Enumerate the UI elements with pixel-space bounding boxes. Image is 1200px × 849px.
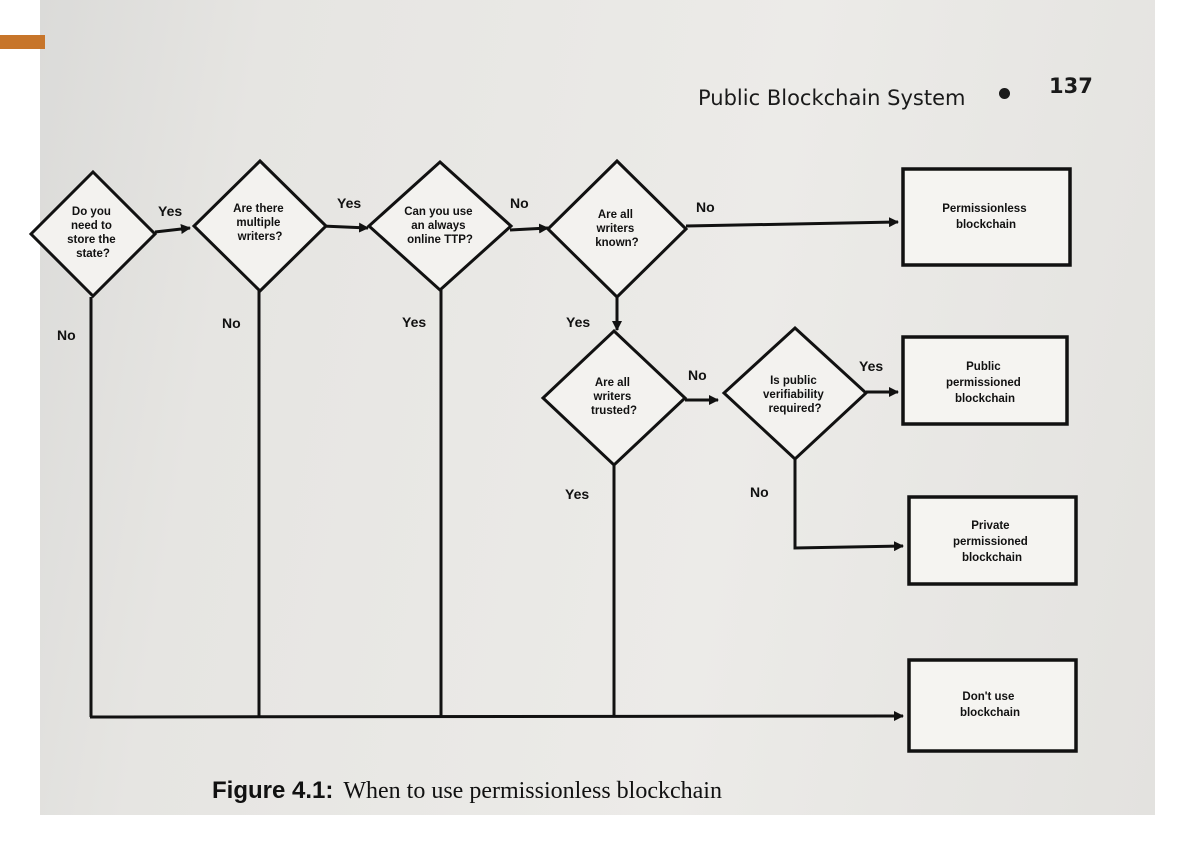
d5-line: writers bbox=[593, 391, 632, 403]
dont-use-line: blockchain bbox=[960, 707, 1020, 719]
left-margin bbox=[0, 0, 40, 849]
right-margin bbox=[1155, 0, 1200, 849]
private-permissioned-text: Private permissioned blockchain bbox=[953, 520, 1031, 564]
outcome-public-permissioned bbox=[901, 335, 1069, 426]
d3-line: online TTP? bbox=[407, 234, 473, 246]
d2-line: writers? bbox=[237, 231, 283, 243]
bullet-icon bbox=[999, 88, 1010, 99]
label-d4-yes: Yes bbox=[566, 314, 590, 330]
public-permissioned-line: Public bbox=[966, 361, 1001, 373]
decision-multiple-writers bbox=[191, 158, 329, 294]
permissionless-text: Permissionless blockchain bbox=[942, 203, 1030, 231]
decision-store-state bbox=[28, 169, 158, 299]
private-permissioned-line: permissioned bbox=[953, 536, 1028, 548]
d6-line: verifiability bbox=[763, 389, 824, 401]
label-d4-no: No bbox=[696, 199, 715, 215]
d6-line: Is public bbox=[770, 375, 817, 387]
edge-d4-no bbox=[685, 217, 899, 228]
corner-tab bbox=[0, 35, 45, 49]
label-d3-yes: Yes bbox=[402, 314, 426, 330]
edge-d2-yes bbox=[321, 222, 369, 233]
d5-line: trusted? bbox=[591, 405, 637, 417]
label-d6-yes: Yes bbox=[859, 358, 883, 374]
d2-line: multiple bbox=[236, 217, 280, 229]
decision-public-verifiability bbox=[721, 325, 869, 462]
decision-writers-trusted bbox=[540, 328, 688, 468]
public-permissioned-text: Public permissioned blockchain bbox=[946, 361, 1024, 405]
edge-d3-no bbox=[509, 223, 549, 234]
label-d2-yes: Yes bbox=[337, 195, 361, 211]
figure-caption: Figure 4.1: When to use permissionless bl… bbox=[212, 777, 722, 805]
decision-online-ttp bbox=[366, 159, 514, 293]
private-permissioned-line: blockchain bbox=[962, 552, 1022, 564]
outcome-permissionless bbox=[901, 167, 1072, 267]
permissionless-line: Permissionless bbox=[942, 203, 1026, 215]
d1-line: need to bbox=[71, 220, 112, 232]
label-d1-no: No bbox=[57, 327, 76, 343]
public-permissioned-line: blockchain bbox=[955, 393, 1015, 405]
d5-line: Are all bbox=[595, 377, 630, 389]
label-d5-yes: Yes bbox=[565, 486, 589, 502]
label-d3-no: No bbox=[510, 195, 529, 211]
d6-line: required? bbox=[768, 403, 821, 415]
d6-text: Is public verifiability required? bbox=[763, 375, 827, 415]
d3-line: an always bbox=[411, 220, 465, 232]
bottom-margin bbox=[0, 815, 1200, 849]
d4-text: Are all writers known? bbox=[595, 209, 638, 249]
d2-text: Are there multiple writers? bbox=[233, 203, 287, 243]
d1-line: Do you bbox=[72, 206, 111, 218]
connectors bbox=[89, 217, 904, 722]
d4-line: known? bbox=[595, 237, 638, 249]
dont-use-text: Don't use blockchain bbox=[960, 691, 1020, 719]
d1-text: Do you need to store the state? bbox=[67, 206, 119, 260]
permissionless-line: blockchain bbox=[956, 219, 1016, 231]
dont-use-line: Don't use bbox=[962, 691, 1014, 703]
label-d5-no: No bbox=[688, 367, 707, 383]
label-d6-no: No bbox=[750, 484, 769, 500]
edge-d1-yes bbox=[154, 224, 191, 234]
d4-line: Are all bbox=[598, 209, 633, 221]
edge-d6-no bbox=[793, 458, 904, 552]
public-permissioned-line: permissioned bbox=[946, 377, 1021, 389]
figure-title: When to use permissionless blockchain bbox=[343, 778, 722, 804]
private-permissioned-line: Private bbox=[971, 520, 1009, 532]
outcome-private-permissioned bbox=[907, 495, 1078, 586]
d1-line: state? bbox=[76, 248, 110, 260]
label-d1-yes: Yes bbox=[158, 203, 182, 219]
edge-to-dont-use bbox=[89, 711, 904, 722]
d5-text: Are all writers trusted? bbox=[591, 377, 637, 417]
d1-line: store the bbox=[67, 234, 116, 246]
d4-line: writers bbox=[596, 223, 635, 235]
d2-line: Are there bbox=[233, 203, 284, 215]
d3-text: Can you use an always online TTP? bbox=[404, 206, 476, 246]
running-head-title: Public Blockchain System bbox=[698, 86, 966, 110]
d3-line: Can you use bbox=[404, 206, 472, 218]
outcome-dont-use bbox=[907, 658, 1078, 753]
page-number: 137 bbox=[1049, 74, 1093, 98]
figure-number: Figure 4.1: bbox=[212, 777, 334, 804]
decision-writers-known bbox=[545, 158, 689, 300]
label-d2-no: No bbox=[222, 315, 241, 331]
